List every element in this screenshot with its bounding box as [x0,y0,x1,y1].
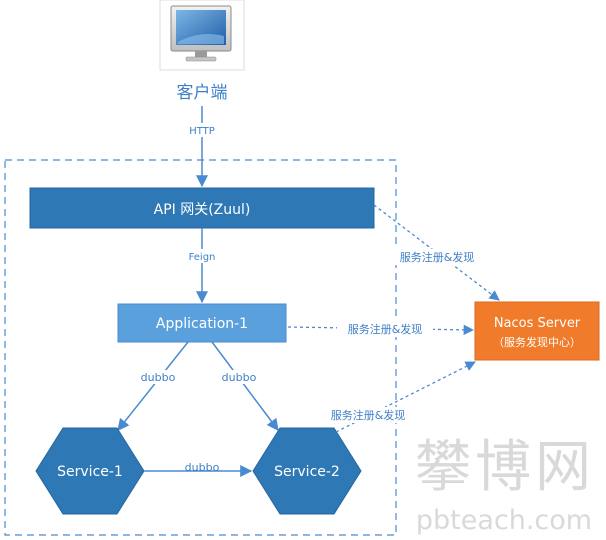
register-service-label: 服务注册&发现 [331,408,406,422]
client-label: 客户端 [177,83,228,103]
application-label: Application-1 [156,316,248,332]
dubbo-right-arrow [211,341,279,431]
watermark-cn: 攀博网 [415,435,595,500]
api-gateway-box [29,187,375,229]
dubbo-left-arrow [117,341,189,431]
register-app-label: 服务注册&发现 [348,322,423,336]
service-2-hexagon [252,427,362,515]
service-1-hexagon [35,427,145,515]
dubbo-right-label: dubbo [222,371,257,384]
register-gateway-label: 服务注册&发现 [400,250,475,264]
api-gateway-label: API 网关(Zuul) [154,202,251,218]
http-label: HTTP [189,126,215,137]
dubbo-bottom-label: dubbo [185,461,220,474]
dubbo-left-label: dubbo [141,371,176,384]
application-box [117,303,287,343]
service-2-label: Service-2 [274,464,340,480]
service-1-label: Service-1 [57,464,123,480]
nacos-server-box [474,301,600,361]
system-boundary [4,159,397,536]
feign-label: Feign [189,252,216,263]
computer-monitor-icon [159,0,245,71]
watermark-url: pbteach.com [416,505,592,536]
nacos-title: Nacos Server [494,316,581,331]
nacos-subtitle: （服务发现中心） [493,335,581,349]
